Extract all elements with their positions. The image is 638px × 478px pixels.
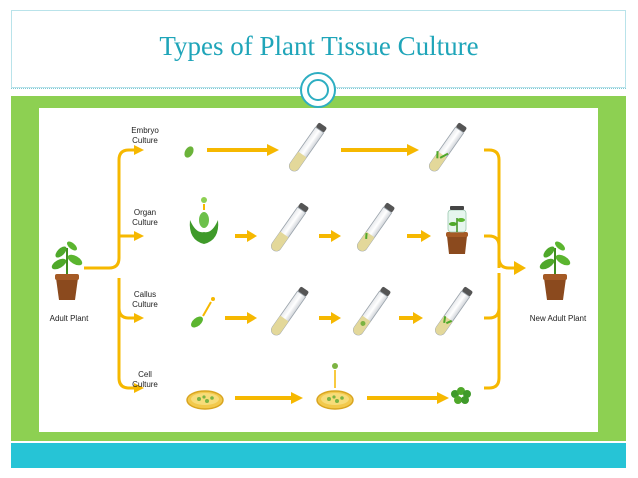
- organ-culture-label: Organ Culture: [125, 208, 165, 228]
- tissue-culture-diagram: Embryo Culture Organ Culture Callus Cult…: [39, 108, 598, 432]
- row-label-line: Organ: [133, 208, 157, 217]
- embryo-icon: [184, 146, 194, 158]
- row-4-arrows: [134, 383, 449, 404]
- row-label-line: Cell: [138, 370, 152, 379]
- row-2-arrows: [134, 230, 431, 242]
- new-adult-plant-icon: [537, 238, 573, 301]
- adult-plant-icon: [49, 238, 85, 301]
- callus-icon: [191, 297, 215, 328]
- test-tube-icon: [354, 201, 396, 254]
- test-tube-icon: [268, 201, 310, 254]
- petri-dish-icon: [186, 390, 224, 410]
- test-tube-icon: [432, 285, 474, 338]
- new-adult-plant-label: New Adult Plant: [529, 314, 587, 323]
- cell-cluster-icon: [451, 387, 471, 404]
- bracket-lines: [84, 148, 514, 390]
- organ-icon: [189, 197, 219, 244]
- test-tube-icon: [268, 285, 310, 338]
- callus-culture-label: Callus Culture: [125, 290, 165, 310]
- test-tube-icon: [286, 121, 328, 174]
- circle-ornament-icon: [300, 72, 336, 108]
- row-label-line: Culture: [132, 300, 158, 309]
- row-label-line: Culture: [132, 218, 158, 227]
- row-label-line: Culture: [132, 136, 158, 145]
- test-tube-icon: [426, 121, 468, 174]
- slide-title: Types of Plant Tissue Culture: [159, 31, 479, 61]
- adult-plant-label: Adult Plant: [49, 314, 89, 323]
- embryo-culture-label: Embryo Culture: [125, 126, 165, 146]
- row-3-arrows: [134, 312, 423, 324]
- footer-band: [11, 443, 626, 468]
- row-label-line: Callus: [133, 290, 157, 299]
- potted-culture-icon: [446, 206, 468, 254]
- row-1-arrows: [134, 144, 419, 156]
- row-label-line: Culture: [132, 380, 158, 389]
- cell-culture-label: Cell Culture: [125, 370, 165, 390]
- test-tube-icon: [350, 285, 392, 338]
- diagram-artwork: [49, 121, 573, 410]
- row-label-line: Embryo: [131, 126, 159, 135]
- petri-dish-icon: [316, 363, 354, 410]
